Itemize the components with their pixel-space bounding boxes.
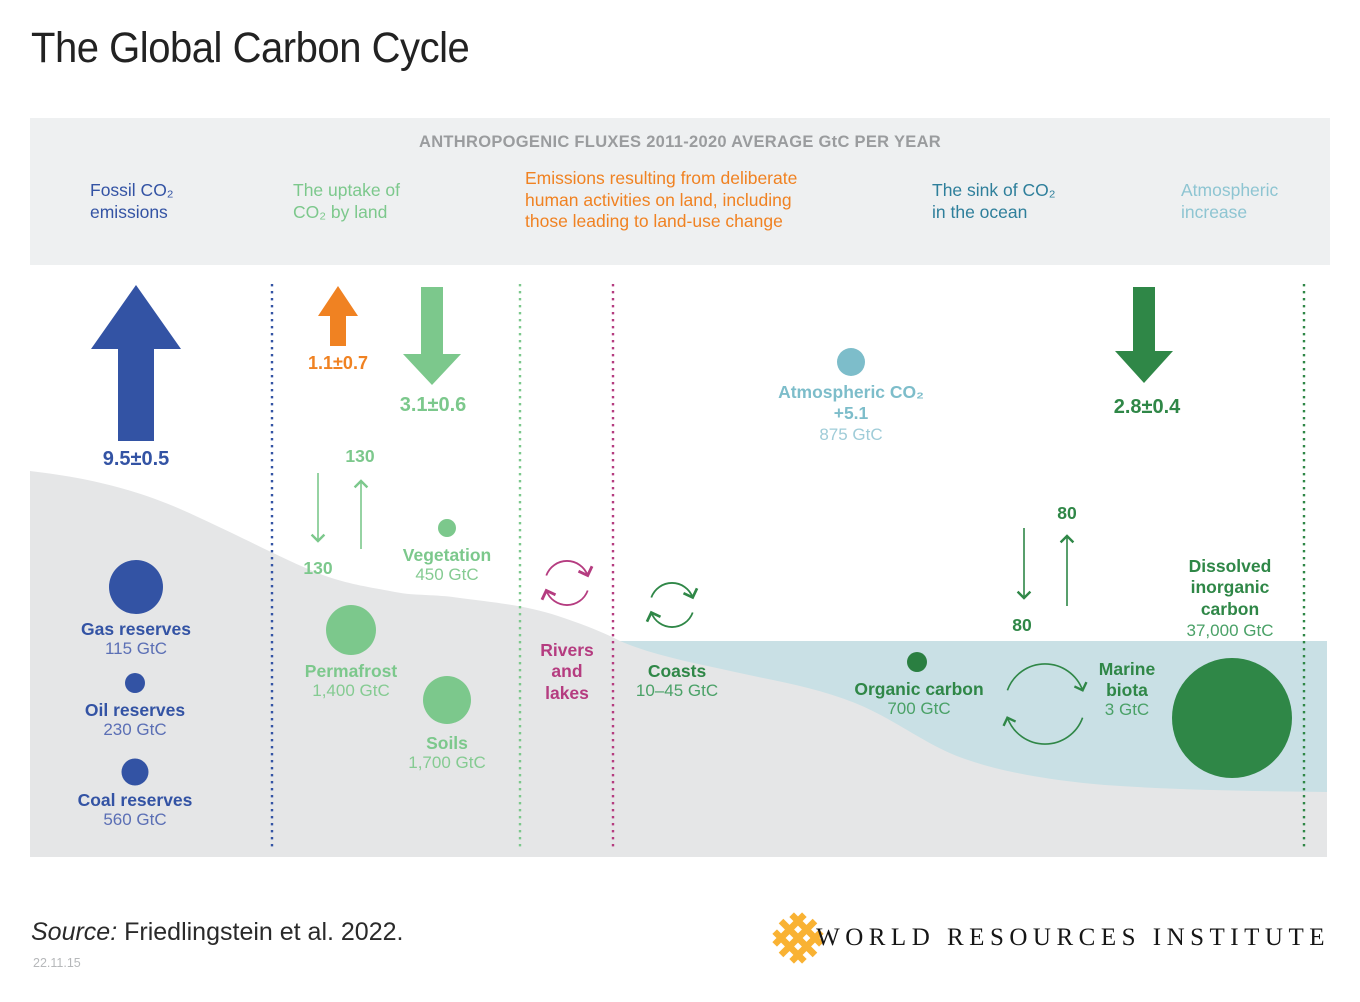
land-exchange-down-value: 130 [303,558,333,578]
coal-reserves-bubble [121,758,149,786]
oil-reserves-value: 230 GtC [103,720,167,739]
land-sink-arrow-down-icon [403,287,461,385]
fossil-emissions-value: 9.5±0.5 [102,448,170,470]
gas-reserves-bubble [109,560,163,614]
dissolved-inorganic-value: 37,000 GtC [1186,621,1274,640]
source-text: Friedlingstein et al. 2022. [117,918,404,946]
coal-reserves-value: 560 GtC [103,810,167,829]
coasts-cycle-icon [645,582,699,628]
wri-logo-icon [772,912,824,964]
ocean-sink-value: 2.8±0.4 [1113,396,1181,418]
legend-item-land-use: Emissions resulting from deliberate huma… [525,168,798,231]
legend-item-ocean-sink: The sink of CO₂ in the ocean [932,180,1056,222]
coal-reserves-name: Coal reserves [77,790,193,810]
legend-item-land-uptake: The uptake of CO₂ by land [293,180,401,222]
organic-carbon-bubble [907,652,927,672]
gas-reserves-value: 115 GtC [104,639,168,658]
organic-carbon-name: Organic carbon [854,679,984,699]
land-use-value: 1.1±0.7 [308,353,368,373]
atmosphere-stock: 875 GtC [819,425,883,444]
dissolved-inorganic-carbon-bubble [1172,658,1292,778]
legend-header: ANTHROPOGENIC FLUXES 2011-2020 AVERAGE G… [418,133,942,151]
oil-reserves-name: Oil reserves [84,700,186,720]
gas-reserves-name: Gas reserves [81,619,191,639]
rivers-lakes-label: Rivers and lakes [540,640,594,703]
legend-band [30,118,1330,265]
soils-value: 1,700 GtC [408,753,486,772]
vegetation-name: Vegetation [402,545,492,565]
ocean-exchange-down-value: 80 [1012,615,1032,635]
legend-item-atmospheric-increase: Atmospheric increase [1181,180,1279,222]
soils-name: Soils [426,733,468,753]
land-sink-value: 3.1±0.6 [399,394,467,416]
atmospheric-co2-bubble [837,348,865,376]
atmosphere-increase: +5.1 [833,403,869,423]
page-title: The Global Carbon Cycle [31,24,470,72]
marine-biota-value: 3 GtC [1104,700,1150,719]
ocean-exchange-up-value: 80 [1057,503,1077,523]
atmosphere-name: Atmospheric CO₂ [778,382,924,402]
legend-item-fossil: Fossil CO₂ emissions [90,180,174,222]
land-exchange-up-value: 130 [345,446,375,466]
permafrost-name: Permafrost [304,661,398,681]
organic-carbon-value: 700 GtC [887,699,951,718]
fossil-emissions-arrow-up-icon [91,285,181,441]
permafrost-value: 1,400 GtC [312,681,390,700]
coasts-name: Coasts [647,661,707,681]
version-code: 22.11.15 [33,956,81,970]
marine-biota-name: Marine biota [1098,659,1156,701]
land-shape [30,471,1327,857]
coasts-value: 10–45 GtC [635,681,719,700]
rivers-lakes-cycle-icon [540,560,594,606]
soils-bubble [423,676,471,724]
source-label: Source: [31,918,118,946]
land-use-arrow-up-icon [318,286,358,346]
marine-biota-cycle-icon [1002,663,1088,745]
vegetation-value: 450 GtC [415,565,479,584]
source-credit: Source: Friedlingstein et al. 2022. [31,918,403,947]
dissolved-inorganic-name: Dissolved inorganic carbon [1188,556,1272,619]
oil-reserves-bubble [125,673,145,693]
permafrost-bubble [326,605,376,655]
vegetation-bubble [438,519,456,537]
wri-wordmark: WORLD RESOURCES INSTITUTE [816,924,1330,951]
ocean-sink-arrow-down-icon [1115,287,1173,383]
